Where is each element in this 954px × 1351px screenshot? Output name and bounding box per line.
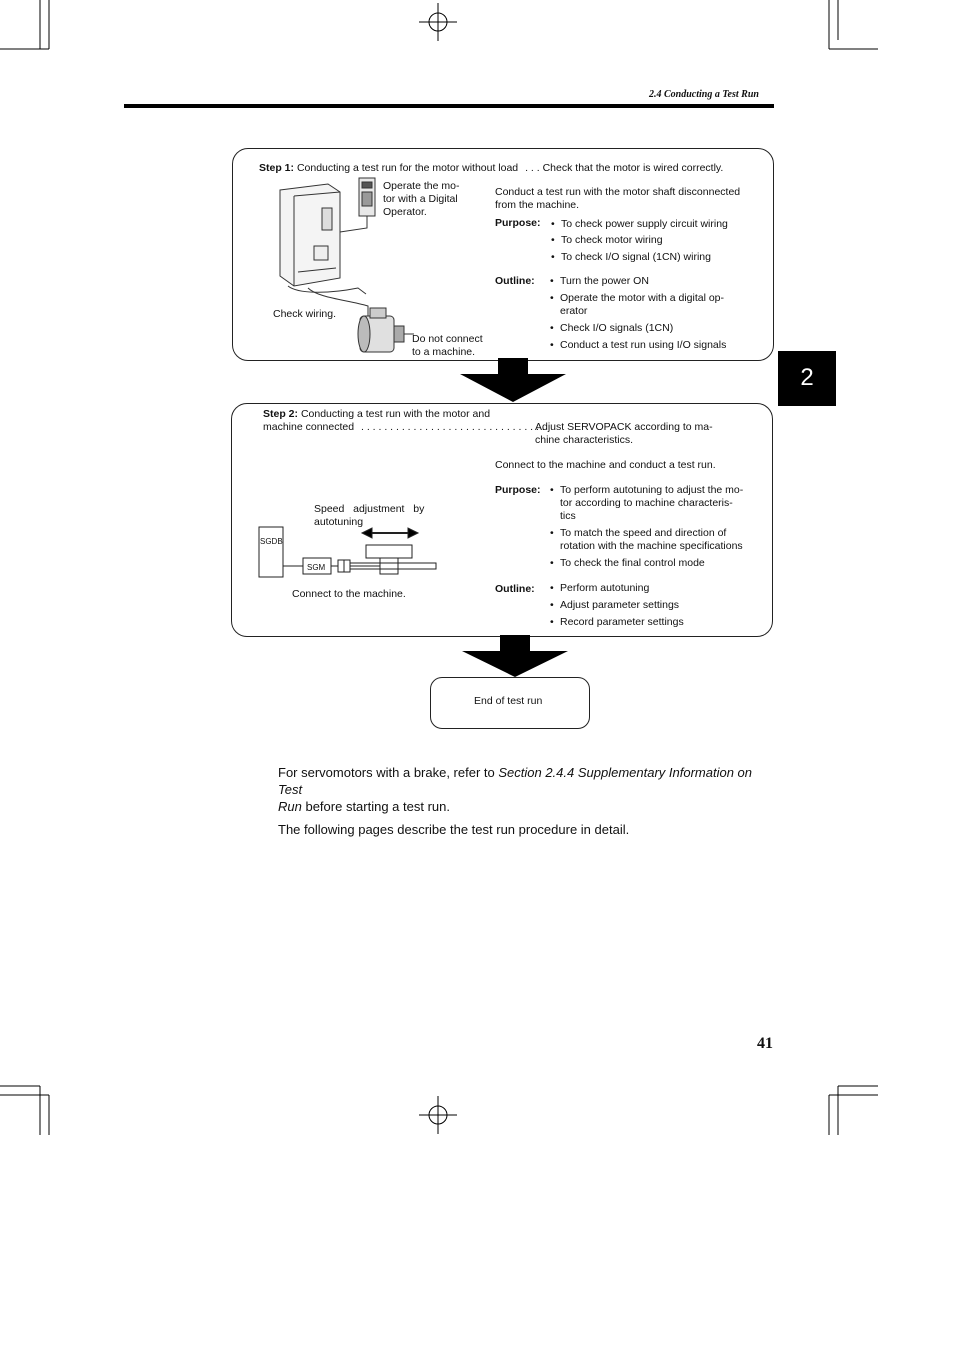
step1-outline-item: Turn the power ON [550,275,649,288]
down-arrow-icon [462,635,568,677]
step2-heading-line2: machine connected . . . . . . . . . . . … [263,421,545,433]
step1-purpose-item: To check I/O signal (1CN) wiring [551,251,711,264]
brake-note-paragraph: For servomotors with a brake, refer to S… [278,765,753,814]
step2-purpose-item: To match the speed and direction of rota… [550,527,743,553]
step1-purpose-item: To check motor wiring [551,234,663,247]
step1-description: Conduct a test run with the motor shaft … [495,186,741,211]
step2-outline-item: Record parameter settings [550,616,684,629]
step2-heading-line1: Step 2: Conducting a test run with the m… [263,408,491,420]
step1-outline-item: Conduct a test run using I/O signals [550,339,726,352]
sgm-label: SGM [307,563,326,572]
step1-purpose-label: Purpose: [495,217,541,229]
step1-outline-item: Operate the motor with a digital op- era… [550,292,724,318]
chapter-tab: 2 [778,351,836,406]
down-arrow-icon [460,358,566,402]
step2-connect-desc: Connect to the machine and conduct a tes… [495,459,716,471]
page-number: 41 [757,1035,773,1052]
end-of-test-run-label: End of test run [474,695,543,707]
step2-purpose-item: To perform autotuning to adjust the mo- … [550,484,743,523]
operate-note: Operate the mo- tor with a Digital Opera… [383,180,460,218]
header-rule [124,104,774,108]
step2-outline-label: Outline: [495,583,535,595]
step2-purpose-label: Purpose: [495,484,541,496]
step1-outline-label: Outline: [495,275,535,287]
step1-outline-item: Check I/O signals (1CN) [550,322,673,335]
running-header: 2.4 Conducting a Test Run [649,89,759,100]
sgdb-label: SGDB [260,537,283,546]
step2-outline-item: Perform autotuning [550,582,649,595]
connect-machine-label: Connect to the machine. [292,588,406,600]
servopack-motor-illustration [279,177,414,353]
machine-connection-diagram [258,526,437,578]
step2-purpose-item: To check the final control mode [550,557,705,570]
step2-outline-item: Adjust parameter settings [550,599,679,612]
step1-heading: Step 1: Conducting a test run for the mo… [259,162,724,174]
speed-adjustment-label: Speed adjustment by autotuning [314,503,425,528]
step2-adjust-note: Adjust SERVOPACK according to ma- chine … [535,421,713,446]
end-of-test-run-box [430,677,590,729]
following-pages-paragraph: The following pages describe the test ru… [278,822,630,837]
do-not-connect-note: Do not connect to a machine. [412,333,483,358]
step1-purpose-item: To check power supply circuit wiring [551,218,728,231]
check-wiring-label: Check wiring. [273,308,337,320]
